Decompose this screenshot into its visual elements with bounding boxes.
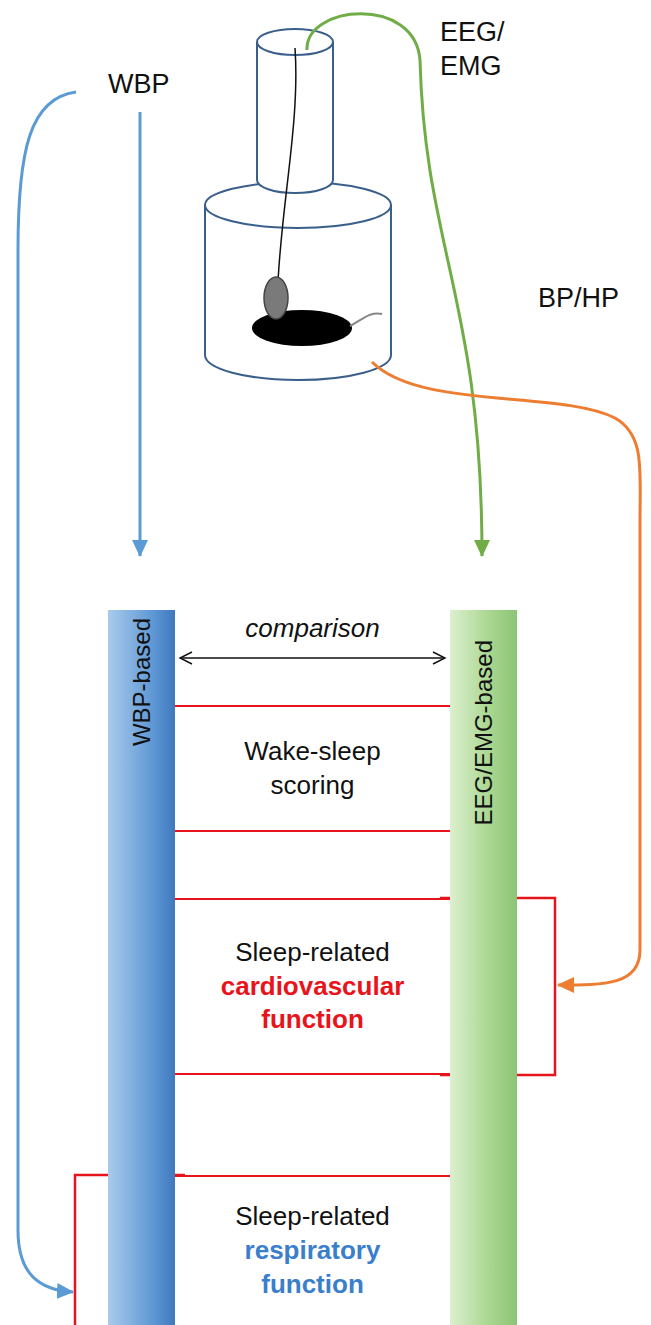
scoring-row: Wake-sleep scoring bbox=[175, 705, 450, 832]
wbp-arrow bbox=[139, 112, 142, 556]
cardiovascular-row: Sleep-relatedcardiovascular function bbox=[175, 898, 450, 1075]
row-text: respiratory function bbox=[193, 1234, 433, 1302]
mouse-head bbox=[264, 277, 288, 319]
row-text: cardiovascular function bbox=[193, 970, 433, 1038]
eeg-emg-arrow bbox=[307, 14, 482, 556]
wbp-bar: WBP-based bbox=[108, 610, 175, 1325]
signal-label: WBP bbox=[108, 68, 198, 102]
bar-title: EEG/EMG-based bbox=[472, 640, 496, 825]
signal-label: EEG/ EMG bbox=[440, 16, 520, 84]
bar-title: WBP-based bbox=[130, 618, 154, 746]
edge-label: comparison bbox=[241, 613, 383, 644]
row-text: Sleep-related bbox=[193, 936, 433, 970]
eeg-emg-bar: EEG/EMG-based bbox=[450, 610, 517, 1325]
respiratory-row: Sleep-relatedrespiratory function bbox=[175, 1175, 450, 1325]
row-text: Wake-sleep scoring bbox=[218, 735, 408, 803]
signal-label: BP/HP bbox=[538, 282, 643, 316]
wbp-respiratory-arrow bbox=[18, 92, 76, 1292]
mouse-tail bbox=[350, 313, 382, 326]
mouse-body bbox=[252, 310, 352, 346]
row-text: Sleep-related bbox=[193, 1200, 433, 1234]
tether-wire bbox=[278, 48, 296, 282]
comparison-arrow bbox=[180, 657, 445, 658]
chamber bbox=[205, 182, 391, 380]
